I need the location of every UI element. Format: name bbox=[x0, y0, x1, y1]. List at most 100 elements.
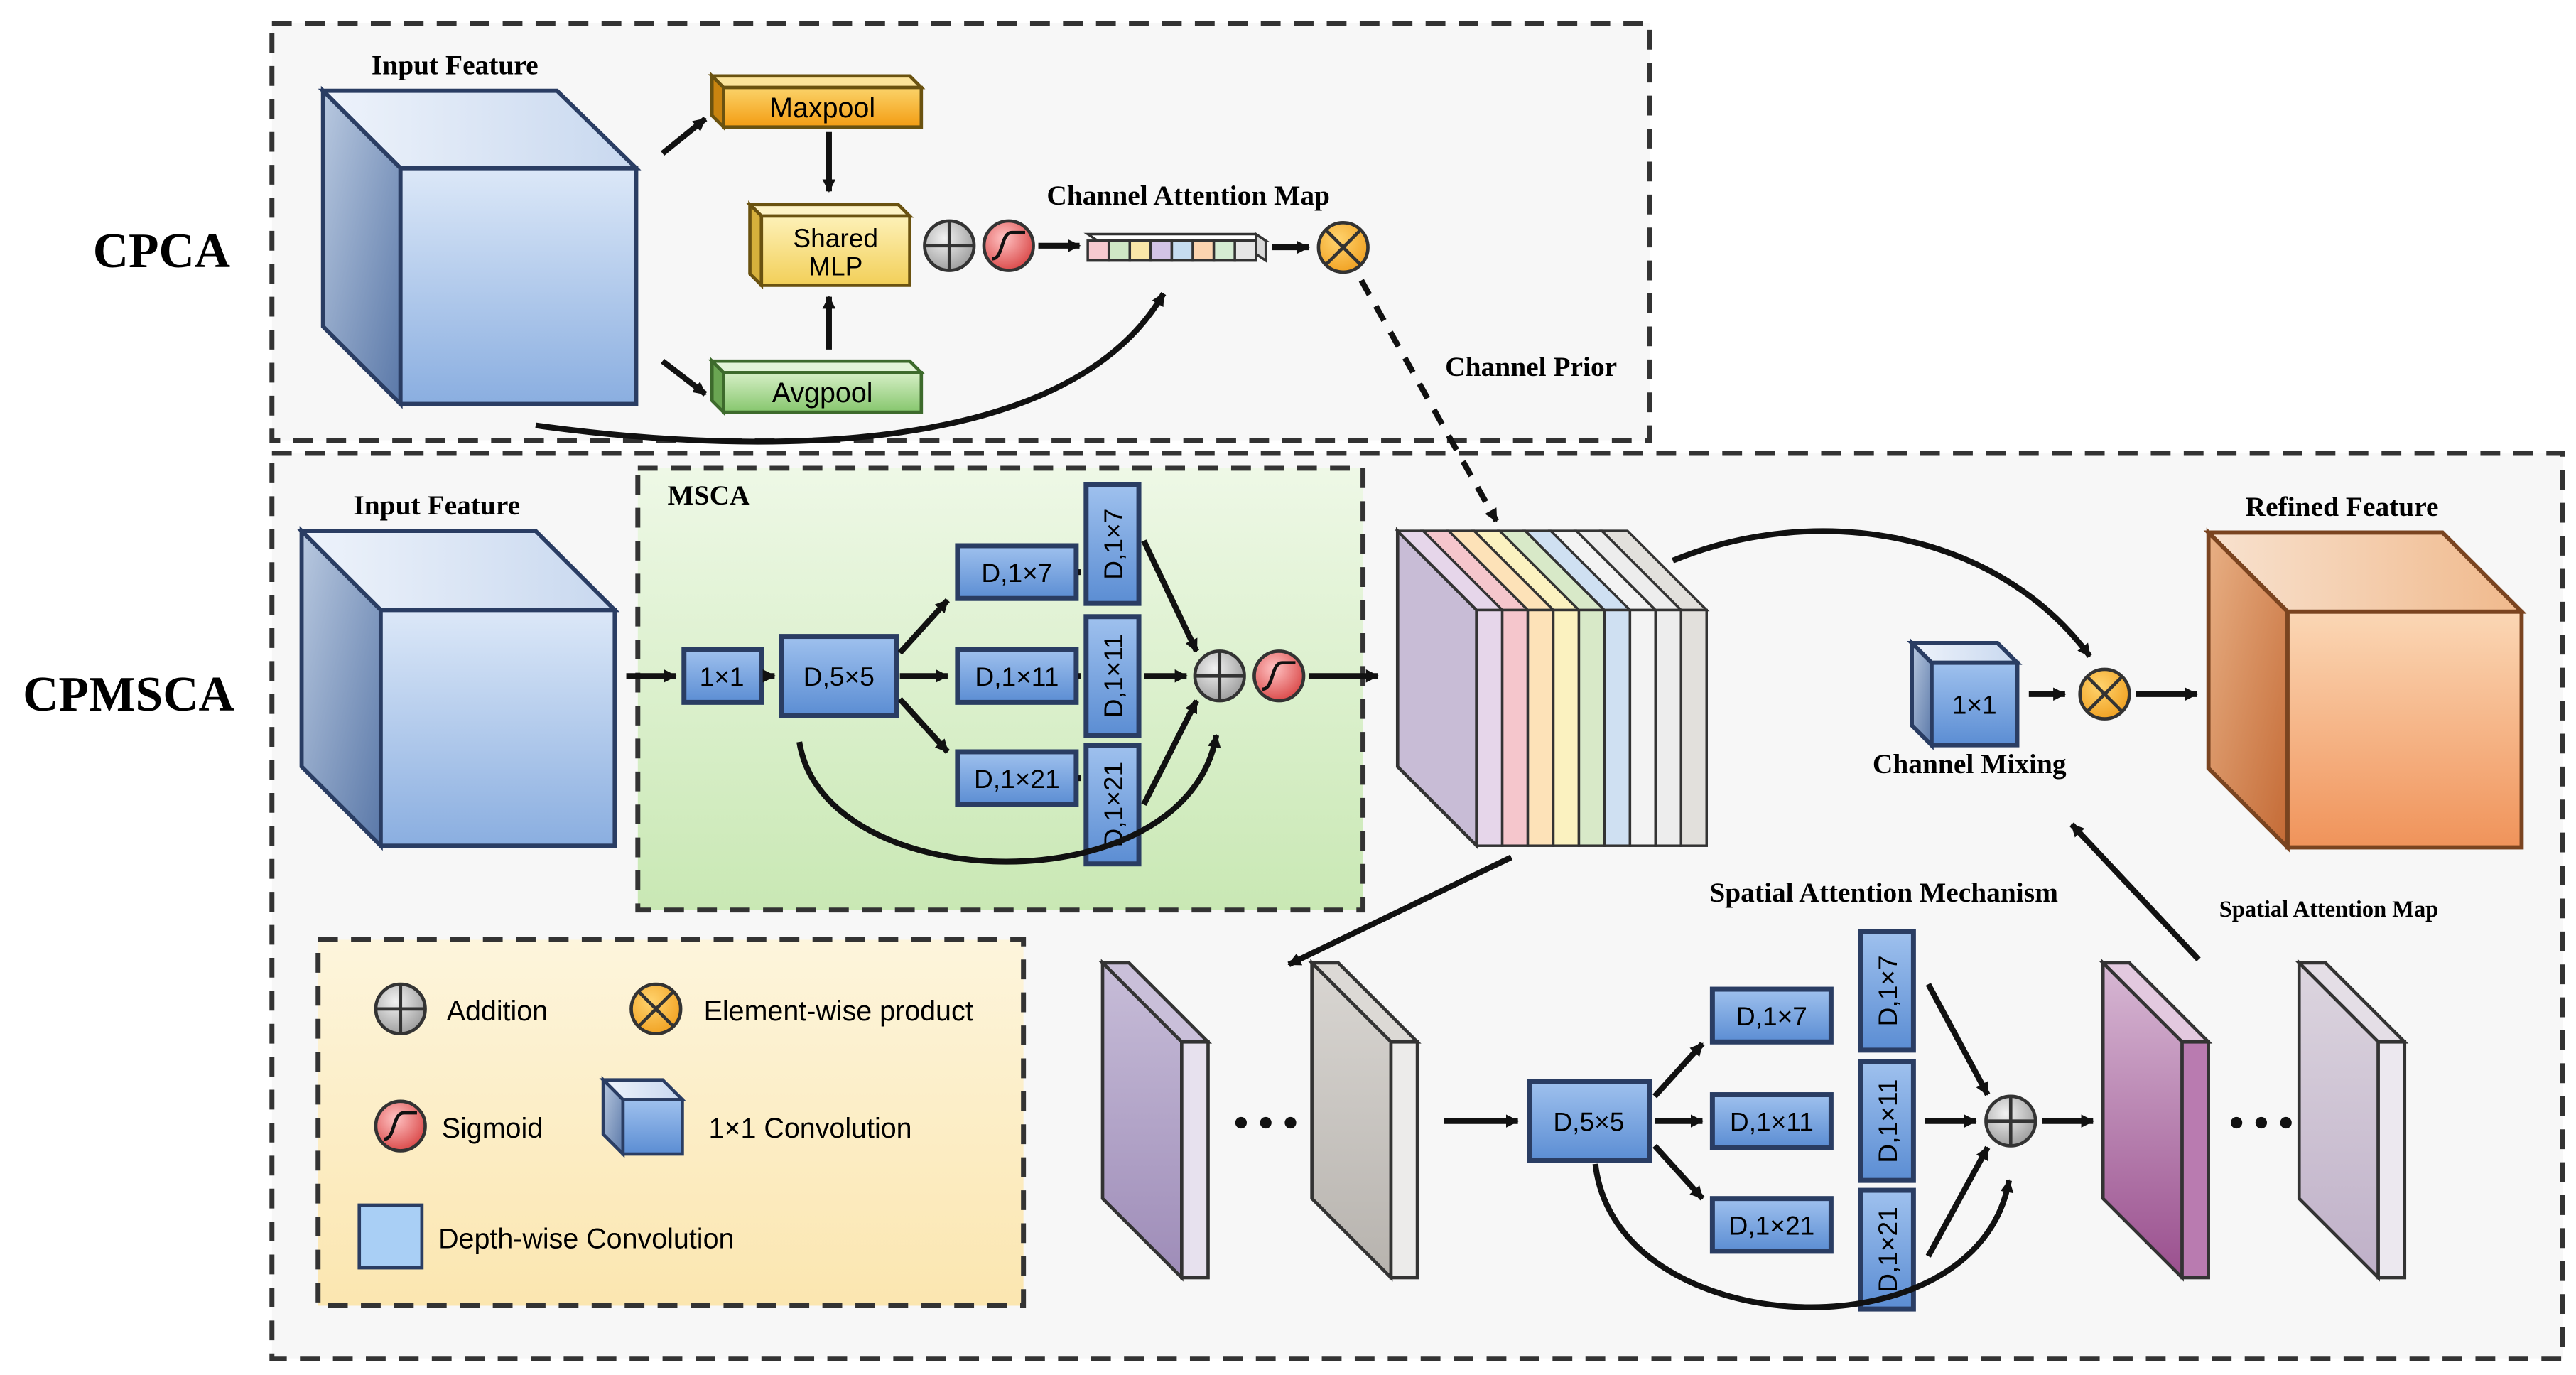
input-feature-cube-top bbox=[318, 85, 642, 409]
spatial-attention-slab-2 bbox=[2295, 959, 2409, 1282]
channel-attention-cell bbox=[1107, 239, 1132, 262]
input-feature-cube-bottom bbox=[296, 526, 620, 851]
cpmsca-label: CPMSCA bbox=[23, 667, 234, 722]
channel-attention-map bbox=[1083, 232, 1270, 263]
shared-mlp-label-line2: MLP bbox=[808, 252, 862, 281]
edge-msca-dw5x5-to-h7 bbox=[897, 598, 950, 655]
sigmoid-icon bbox=[374, 1099, 427, 1153]
channel-mixing-label: Channel Mixing bbox=[1873, 748, 2067, 780]
spatial-dw-5x5-label: D,5×5 bbox=[1553, 1107, 1624, 1137]
plus-circle-icon bbox=[923, 219, 976, 272]
legend-product-label: Element-wise product bbox=[704, 996, 973, 1027]
edge-spatial-map-to-product bbox=[2069, 822, 2201, 962]
feature-map-slice bbox=[1603, 608, 1632, 847]
legend: Addition Element-wise product Sigmoid 1×… bbox=[357, 982, 973, 1270]
edge-spatial-dw5x5-to-h7 bbox=[1652, 1041, 1705, 1099]
ellipsis-icon bbox=[1235, 1116, 1297, 1129]
spatial-h-1x7 bbox=[1709, 986, 1834, 1045]
maxpool-block: Maxpool bbox=[708, 72, 926, 131]
feature-map-slice bbox=[1577, 608, 1606, 847]
msca-v-1x7-label: D,1×7 bbox=[1098, 509, 1128, 580]
edge-input-to-avgpool bbox=[661, 358, 708, 397]
msca-dw-5x5 bbox=[779, 634, 899, 718]
spatial-attention-mechanism-title: Spatial Attention Mechanism bbox=[1709, 877, 2058, 908]
ellipsis-icon bbox=[2230, 1116, 2292, 1129]
edge-msca-skip-to-add bbox=[796, 733, 1221, 865]
spatial-slab-2 bbox=[1308, 959, 1422, 1282]
channel-attention-cell bbox=[1128, 239, 1152, 262]
spatial-v-1x11 bbox=[1858, 1059, 1916, 1183]
times-circle-icon bbox=[1316, 220, 1370, 274]
feature-map-slice bbox=[1500, 608, 1530, 847]
edge-msca-v21-to-add bbox=[1141, 699, 1199, 807]
spatial-h-1x11 bbox=[1709, 1092, 1834, 1150]
msca-h-1x7 bbox=[955, 543, 1079, 601]
feature-map-slice bbox=[1654, 608, 1683, 847]
edge-feature-map-to-product bbox=[1672, 528, 2092, 658]
msca-h-1x21 bbox=[955, 749, 1079, 807]
msca-h-1x21-label: D,1×21 bbox=[974, 764, 1060, 794]
feature-map-slice bbox=[1628, 608, 1657, 847]
channel-mixing-conv-label: 1×1 bbox=[1952, 690, 1997, 720]
channel-attention-cell bbox=[1149, 239, 1174, 262]
spatial-h-1x11-label: D,1×11 bbox=[1730, 1107, 1814, 1137]
channel-feature-map bbox=[1395, 527, 1710, 850]
feature-map-slice bbox=[1526, 608, 1555, 847]
times-circle-icon bbox=[2078, 667, 2131, 721]
cube-icon bbox=[599, 1076, 687, 1158]
channel-prior-label: Channel Prior bbox=[1445, 351, 1617, 382]
avgpool-label: Avgpool bbox=[772, 377, 873, 409]
shared-mlp-label-line1: Shared bbox=[793, 223, 878, 253]
input-feature-title-top: Input Feature bbox=[372, 49, 539, 80]
spatial-attention-map-title: Spatial Attention Map bbox=[2219, 897, 2439, 922]
spatial-dw-5x5 bbox=[1527, 1079, 1652, 1163]
feature-map-slice bbox=[1679, 608, 1708, 847]
spatial-v-1x7-label: D,1×7 bbox=[1873, 955, 1903, 1026]
edge-input-skip-to-attention-map bbox=[535, 292, 1167, 445]
edge-spatial-skip-to-add bbox=[1592, 1163, 2014, 1310]
cpca-label: CPCA bbox=[93, 224, 230, 279]
msca-h-1x11-label: D,1×11 bbox=[975, 662, 1059, 691]
refined-feature-title: Refined Feature bbox=[2246, 491, 2439, 522]
spatial-h-1x21 bbox=[1709, 1196, 1834, 1254]
msca-v-1x21-label: D,1×21 bbox=[1098, 762, 1128, 848]
channel-mixing-cube: 1×1 bbox=[1907, 637, 2023, 750]
msca-h-1x7-label: D,1×7 bbox=[981, 558, 1052, 588]
shared-mlp-block: Shared MLP bbox=[745, 200, 914, 290]
spatial-slab-1 bbox=[1098, 959, 1213, 1282]
msca-conv-1x1 bbox=[681, 647, 764, 705]
spatial-h-1x7-label: D,1×7 bbox=[1736, 1001, 1807, 1031]
sigmoid-icon bbox=[1252, 649, 1306, 703]
legend-sigmoid-label: Sigmoid bbox=[442, 1113, 543, 1144]
maxpool-label: Maxpool bbox=[769, 92, 875, 124]
input-feature-title-bottom: Input Feature bbox=[353, 490, 520, 521]
channel-attention-cell bbox=[1233, 239, 1257, 262]
msca-dw-5x5-label: D,5×5 bbox=[803, 662, 875, 691]
edge-feature-map-to-spatial bbox=[1287, 854, 1513, 967]
legend-depthwise-label: Depth-wise Convolution bbox=[438, 1223, 734, 1254]
msca-h-1x11 bbox=[955, 647, 1079, 705]
msca-title: MSCA bbox=[668, 480, 751, 511]
plus-circle-icon bbox=[374, 982, 427, 1035]
msca-conv-1x1-label: 1×1 bbox=[700, 662, 745, 691]
plus-circle-icon bbox=[1193, 649, 1246, 703]
plus-circle-icon bbox=[1984, 1094, 2037, 1148]
spatial-attention-slab-1 bbox=[2099, 959, 2213, 1282]
channel-attention-cell bbox=[1086, 239, 1110, 262]
legend-conv1x1-label: 1×1 Convolution bbox=[709, 1113, 912, 1144]
edge-spatial-dw5x5-to-h21 bbox=[1652, 1143, 1705, 1201]
edge-spatial-v21-to-add bbox=[1925, 1145, 1991, 1258]
legend-addition-label: Addition bbox=[447, 996, 548, 1027]
spatial-v-1x21-label: D,1×21 bbox=[1873, 1207, 1903, 1293]
sigmoid-icon bbox=[982, 219, 1035, 272]
msca-v-1x11-label: D,1×11 bbox=[1098, 634, 1128, 718]
edge-input-to-maxpool bbox=[661, 116, 708, 156]
channel-attention-cell bbox=[1212, 239, 1236, 262]
msca-v-1x11 bbox=[1083, 614, 1142, 738]
refined-feature-cube bbox=[2203, 527, 2527, 853]
edge-msca-v7-to-add bbox=[1141, 539, 1199, 653]
feature-map-slice bbox=[1552, 608, 1581, 847]
edge-spatial-v7-to-add bbox=[1925, 983, 1991, 1096]
channel-attention-cell bbox=[1191, 239, 1216, 262]
